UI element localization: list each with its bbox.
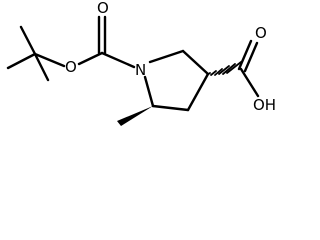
tbu-methyl-bond-bottom: [33, 52, 50, 82]
nitrogen-label: N: [135, 61, 146, 79]
tbu-methyl-bond-left: [6, 52, 37, 70]
pyrrolidine-ring: [143, 49, 210, 112]
acid-carbonyl-double-bond-a: [237, 39, 253, 71]
carbamate-group: [77, 15, 136, 69]
acid-carbonyl-double-bond-b: [243, 41, 259, 73]
hash-line: [222, 63, 236, 75]
carbamate-carbonyl-oxygen-label: O: [97, 0, 109, 17]
hash-line: [218, 65, 230, 75]
hash-line: [226, 61, 242, 74]
ring-bond-c3-c4: [186, 72, 210, 112]
chemical-structure: O O N O OH: [6, 0, 276, 126]
methyl-wedge-bond: [117, 106, 153, 126]
tbu-methyl-bond-top: [19, 25, 37, 56]
ring-bond-c5-n: [143, 75, 155, 108]
hash-line: [210, 70, 217, 76]
oxygen-to-carbonyl-bond: [77, 51, 104, 66]
acid-hydroxyl-label: OH: [253, 96, 276, 114]
tert-butyl-group: [6, 25, 66, 82]
hashed-bond-to-carboxyl: [206, 61, 242, 76]
acid-c-to-hydroxyl-bond: [239, 67, 260, 98]
carbonyl-to-nitrogen-bond: [100, 51, 136, 69]
ester-oxygen-label: O: [65, 58, 77, 76]
acid-carbonyl-oxygen-label: O: [255, 24, 267, 42]
carboxylic-acid-group: [237, 39, 260, 98]
hash-line: [214, 68, 223, 76]
ring-bond-c4-c5: [151, 104, 190, 112]
hash-line: [206, 72, 211, 76]
ring-bond-n-c2: [148, 49, 185, 64]
tbu-c-to-oxygen-bond: [33, 52, 66, 68]
ring-bond-c2-c3: [181, 49, 210, 76]
